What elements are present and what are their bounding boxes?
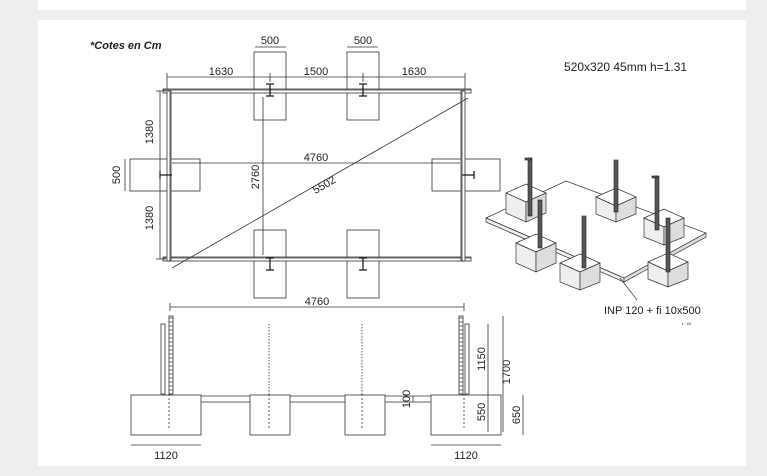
top-strip bbox=[38, 0, 746, 10]
dim-diagonal: 5502 bbox=[311, 174, 338, 197]
dim-inner-width: 4760 bbox=[304, 152, 328, 164]
dim-top-left-span: 1630 bbox=[209, 66, 233, 78]
post-left-hatch bbox=[168, 315, 174, 395]
dim-inner-height: 2760 bbox=[250, 165, 262, 189]
pad-bottom-left bbox=[253, 229, 287, 299]
note-units: *Cotes en Cm bbox=[90, 40, 162, 52]
dim-left-footing: 1120 bbox=[154, 450, 178, 462]
iso-posts bbox=[524, 157, 671, 273]
footing-mid-right bbox=[344, 394, 386, 436]
dim-total-height: 1700 bbox=[501, 360, 513, 384]
dim-left-upper: 1380 bbox=[144, 120, 156, 144]
post-right bbox=[464, 323, 470, 395]
iso-leader bbox=[619, 277, 638, 301]
rail-right bbox=[460, 90, 466, 262]
dim-left-lower: 1380 bbox=[144, 206, 156, 230]
dim-embed: 550 bbox=[476, 403, 488, 421]
pad-left bbox=[129, 158, 201, 192]
rail-left bbox=[166, 90, 172, 262]
dim-top-pad-left: 500 bbox=[261, 35, 279, 47]
profile-label: INP 120 + fi 10x500 bbox=[604, 305, 701, 317]
scale-label: 1 : 40 bbox=[681, 321, 692, 326]
dim-top-pad-right: 500 bbox=[354, 35, 372, 47]
diagonal-line bbox=[171, 97, 469, 269]
post-right-hatch bbox=[458, 315, 464, 395]
footing-mid-left bbox=[249, 394, 291, 436]
spec-label: 520x320 45mm h=1.31 bbox=[564, 60, 687, 74]
dim-bottom-width: 4760 bbox=[305, 296, 329, 308]
dim-right-footing: 1120 bbox=[454, 450, 478, 462]
pad-bottom-right bbox=[346, 229, 380, 299]
dim-footing-height: 650 bbox=[511, 406, 523, 424]
footing-right bbox=[430, 394, 502, 436]
pad-top-right bbox=[346, 51, 380, 121]
dim-col-height: 1150 bbox=[476, 347, 488, 371]
dim-left-pad: 500 bbox=[111, 166, 123, 184]
pad-right bbox=[431, 158, 501, 192]
dim-top-mid-span: 1500 bbox=[304, 66, 328, 78]
isometric-view bbox=[485, 157, 707, 301]
footing-left bbox=[130, 394, 202, 436]
dim-top-right-span: 1630 bbox=[402, 66, 426, 78]
plan-view bbox=[124, 46, 501, 311]
rail-top bbox=[162, 88, 472, 94]
rail-bottom bbox=[162, 256, 472, 262]
dim-slab: 100 bbox=[401, 390, 413, 408]
elevation-view bbox=[130, 315, 524, 446]
post-left bbox=[160, 323, 166, 395]
pad-top-left bbox=[253, 51, 287, 121]
